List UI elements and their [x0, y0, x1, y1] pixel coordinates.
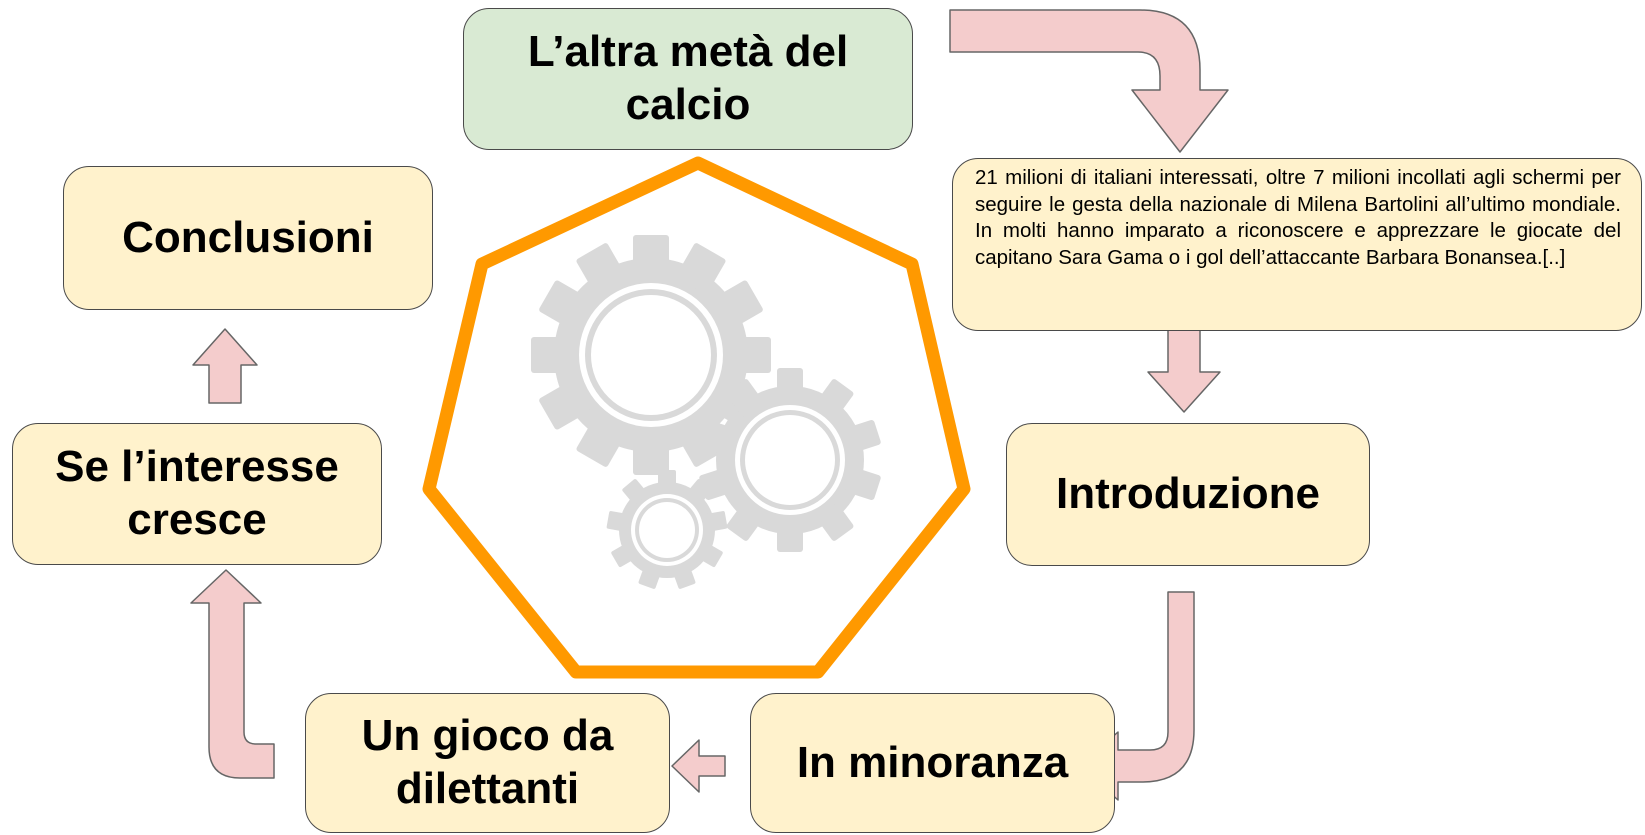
- title-label: L’altra metà del calcio: [527, 27, 849, 129]
- arrow-icon: [949, 9, 1229, 153]
- quote-text: 21 milioni di italiani interessati, oltr…: [975, 166, 1621, 269]
- step-label: Conclusioni: [122, 212, 374, 262]
- heptagon-frame: [422, 156, 971, 679]
- step-minoranza: In minoranza: [750, 693, 1115, 833]
- gears-icon: [531, 235, 882, 590]
- arrow-icon: [190, 569, 275, 779]
- quote-box: 21 milioni di italiani interessati, oltr…: [952, 158, 1642, 331]
- step-introduzione: Introduzione: [1006, 423, 1370, 566]
- arrow-icon: [671, 739, 726, 793]
- step-label: In minoranza: [796, 737, 1069, 787]
- step-interesse: Se l’interesse cresce: [12, 423, 382, 565]
- title-box: L’altra metà del calcio: [463, 8, 913, 150]
- arrow-icon: [192, 328, 258, 404]
- gear-medium-icon: [698, 368, 882, 552]
- arrow-icon: [1147, 329, 1221, 413]
- gear-large-icon: [531, 235, 771, 475]
- step-gioco: Un gioco da dilettanti: [305, 693, 670, 833]
- step-label: Se l’interesse cresce: [55, 442, 339, 544]
- step-label: Introduzione: [1056, 469, 1320, 519]
- gear-small-icon: [606, 470, 728, 590]
- step-conclusioni: Conclusioni: [63, 166, 433, 310]
- step-label: Un gioco da dilettanti: [361, 711, 614, 813]
